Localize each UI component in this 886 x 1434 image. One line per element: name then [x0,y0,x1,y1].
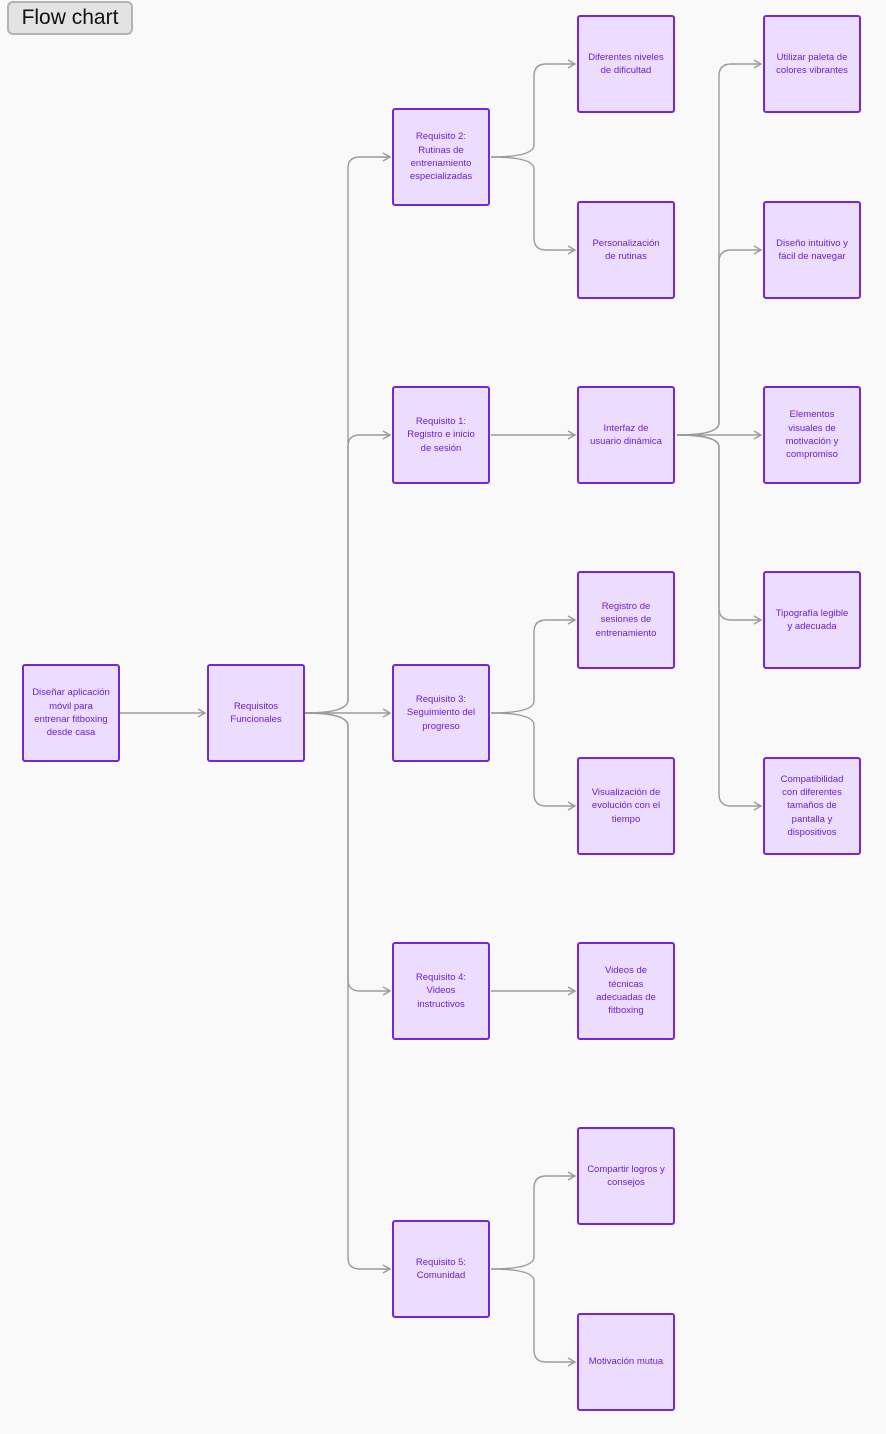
node-intuitive[interactable]: Diseño intuitivo y fácil de navegar [763,201,861,299]
node-req2-label: Requisito 2: Rutinas de entrenamiento es… [409,131,473,183]
node-typography[interactable]: Tipografía legible y adecuada [763,571,861,669]
node-visual-motivation[interactable]: Elementos visuales de motivación y compr… [763,386,861,484]
node-req2[interactable]: Requisito 2: Rutinas de entrenamiento es… [392,108,490,206]
node-share-label: Compartir logros y consejos [587,1163,665,1188]
node-root[interactable]: Diseñar aplicación móvil para entrenar f… [22,664,120,762]
page-title: Flow chart [7,1,133,35]
node-sessions-label: Registro de sesiones de entrenamiento [595,601,657,639]
node-req3[interactable]: Requisito 3: Seguimiento del progreso [392,664,490,762]
node-ui-label: Interfaz de usuario dinámica [590,422,662,447]
connector-req5-share [490,1171,577,1270]
node-personalization[interactable]: Personalización de rutinas [577,201,675,299]
node-compatibility-label: Compatibilidad con diferentes tamaños de… [780,773,844,838]
node-functional-requirements[interactable]: Requisitos Funcionales [207,664,305,762]
node-typography-label: Tipografía legible y adecuada [775,607,849,632]
node-sessions[interactable]: Registro de sesiones de entrenamiento [577,571,675,669]
connector-functional-req5 [304,712,392,1274]
node-req5[interactable]: Requisito 5: Comunidad [392,1220,490,1318]
node-videos-label: Videos de técnicas adecuadas de fitboxin… [596,965,656,1017]
node-levels-label: Diferentes niveles de dificultad [588,51,664,76]
node-personalization-label: Personalización de rutinas [592,237,660,262]
node-motivation[interactable]: Motivación mutua [577,1313,675,1411]
node-root-label: Diseñar aplicación móvil para entrenar f… [32,687,110,739]
node-req1[interactable]: Requisito 1: Registro e inicio de sesión [392,386,490,484]
node-compatibility[interactable]: Compatibilidad con diferentes tamaños de… [763,757,861,855]
node-palette[interactable]: Utilizar paleta de colores vibrantes [763,15,861,113]
connector-ui-compatibility [676,434,763,811]
node-req5-label: Requisito 5: Comunidad [415,1256,467,1281]
node-functional-requirements-label: Requisitos Funcionales [230,700,282,725]
node-ui[interactable]: Interfaz de usuario dinámica [577,386,675,484]
connector-functional-req1 [304,430,392,714]
connector-req3-evolution [490,712,577,811]
node-req4[interactable]: Requisito 4: Videos instructivos [392,942,490,1040]
node-palette-label: Utilizar paleta de colores vibrantes [776,51,848,76]
node-req3-label: Requisito 3: Seguimiento del progreso [406,694,476,732]
node-share[interactable]: Compartir logros y consejos [577,1127,675,1225]
node-motivation-label: Motivación mutua [588,1356,664,1368]
node-evolution-label: Visualización de evolución con el tiempo [591,787,661,825]
connector-req5-motivation [490,1268,577,1367]
connector-req2-levels [490,59,577,158]
node-levels[interactable]: Diferentes niveles de dificultad [577,15,675,113]
node-intuitive-label: Diseño intuitivo y fácil de navegar [776,237,848,262]
node-req4-label: Requisito 4: Videos instructivos [415,972,467,1010]
connector-req3-sessions [490,615,577,714]
connector-ui-intuitive [676,245,763,436]
node-videos[interactable]: Videos de técnicas adecuadas de fitboxin… [577,942,675,1040]
connector-req2-personalization [490,156,577,255]
node-visual-motivation-label: Elementos visuales de motivación y compr… [785,409,839,461]
node-evolution[interactable]: Visualización de evolución con el tiempo [577,757,675,855]
node-req1-label: Requisito 1: Registro e inicio de sesión [407,416,475,454]
